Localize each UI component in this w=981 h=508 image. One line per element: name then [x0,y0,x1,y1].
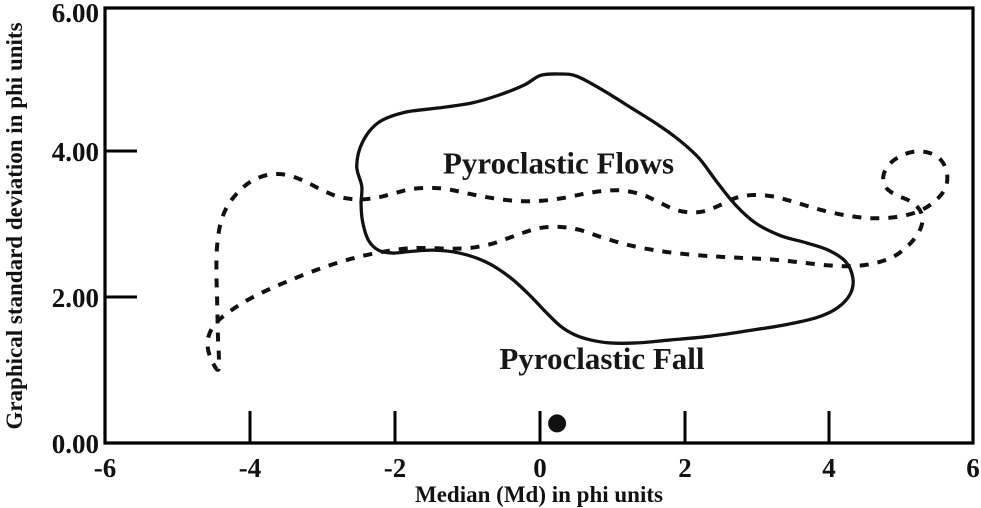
pyroclastic-flows-contour [355,72,855,345]
y-tick-labels: 6.00 4.00 2.00 0.00 [52,0,99,459]
pyroclastic-fall-label: Pyroclastic Fall [499,341,705,376]
x-tick-label-0: 0 [533,453,547,483]
x-axis-ticks [248,411,831,443]
y-tick-label-000: 0.00 [52,429,99,459]
contour-group [205,72,950,372]
plot-frame [103,6,975,445]
y-axis-title: Graphical standard deviation in phi unit… [2,22,27,429]
y-axis-ticks [105,149,137,299]
x-tick-label-6: 6 [966,453,980,483]
x-tick-label-2: 2 [678,453,692,483]
x-tick-label-minus6: -6 [94,453,117,483]
y-tick-label-600: 6.00 [52,0,99,28]
x-tick-labels: -6 -4 -2 0 2 4 6 [94,453,980,483]
sample-point-marker [548,414,567,433]
y-tick-label-400: 4.00 [52,137,99,167]
x-tick-label-4: 4 [822,453,836,483]
axis-box [103,6,975,445]
x-tick-label-minus4: -4 [239,453,262,483]
x-axis-title: Median (Md) in phi units [415,482,663,507]
pyroclastic-fall-contour [205,149,950,372]
data-points-group [548,414,567,433]
pyroclastic-flows-label: Pyroclastic Flows [443,145,674,180]
x-tick-label-minus2: -2 [384,453,407,483]
y-tick-label-200: 2.00 [52,283,99,313]
